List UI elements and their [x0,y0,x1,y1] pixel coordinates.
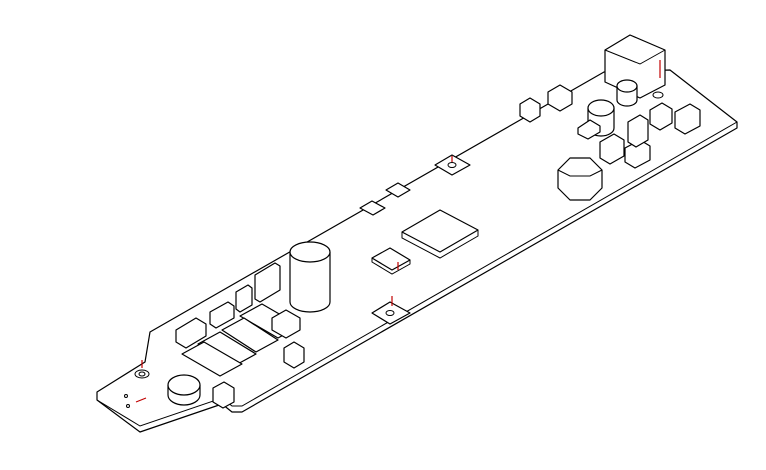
ffc-connectors [175,262,305,409]
large-capacitor [289,241,331,313]
small-chip [371,247,411,275]
connectors-right [519,84,701,169]
inductor [557,157,603,201]
capacitor [616,79,638,107]
mounting-hole-left [124,360,150,408]
mounting-hole [652,91,664,99]
buzzer [167,374,201,406]
mounting-pad [434,154,471,176]
small-ic [359,182,411,216]
mounting-pad [371,296,411,325]
main-processor-chip [401,209,479,259]
